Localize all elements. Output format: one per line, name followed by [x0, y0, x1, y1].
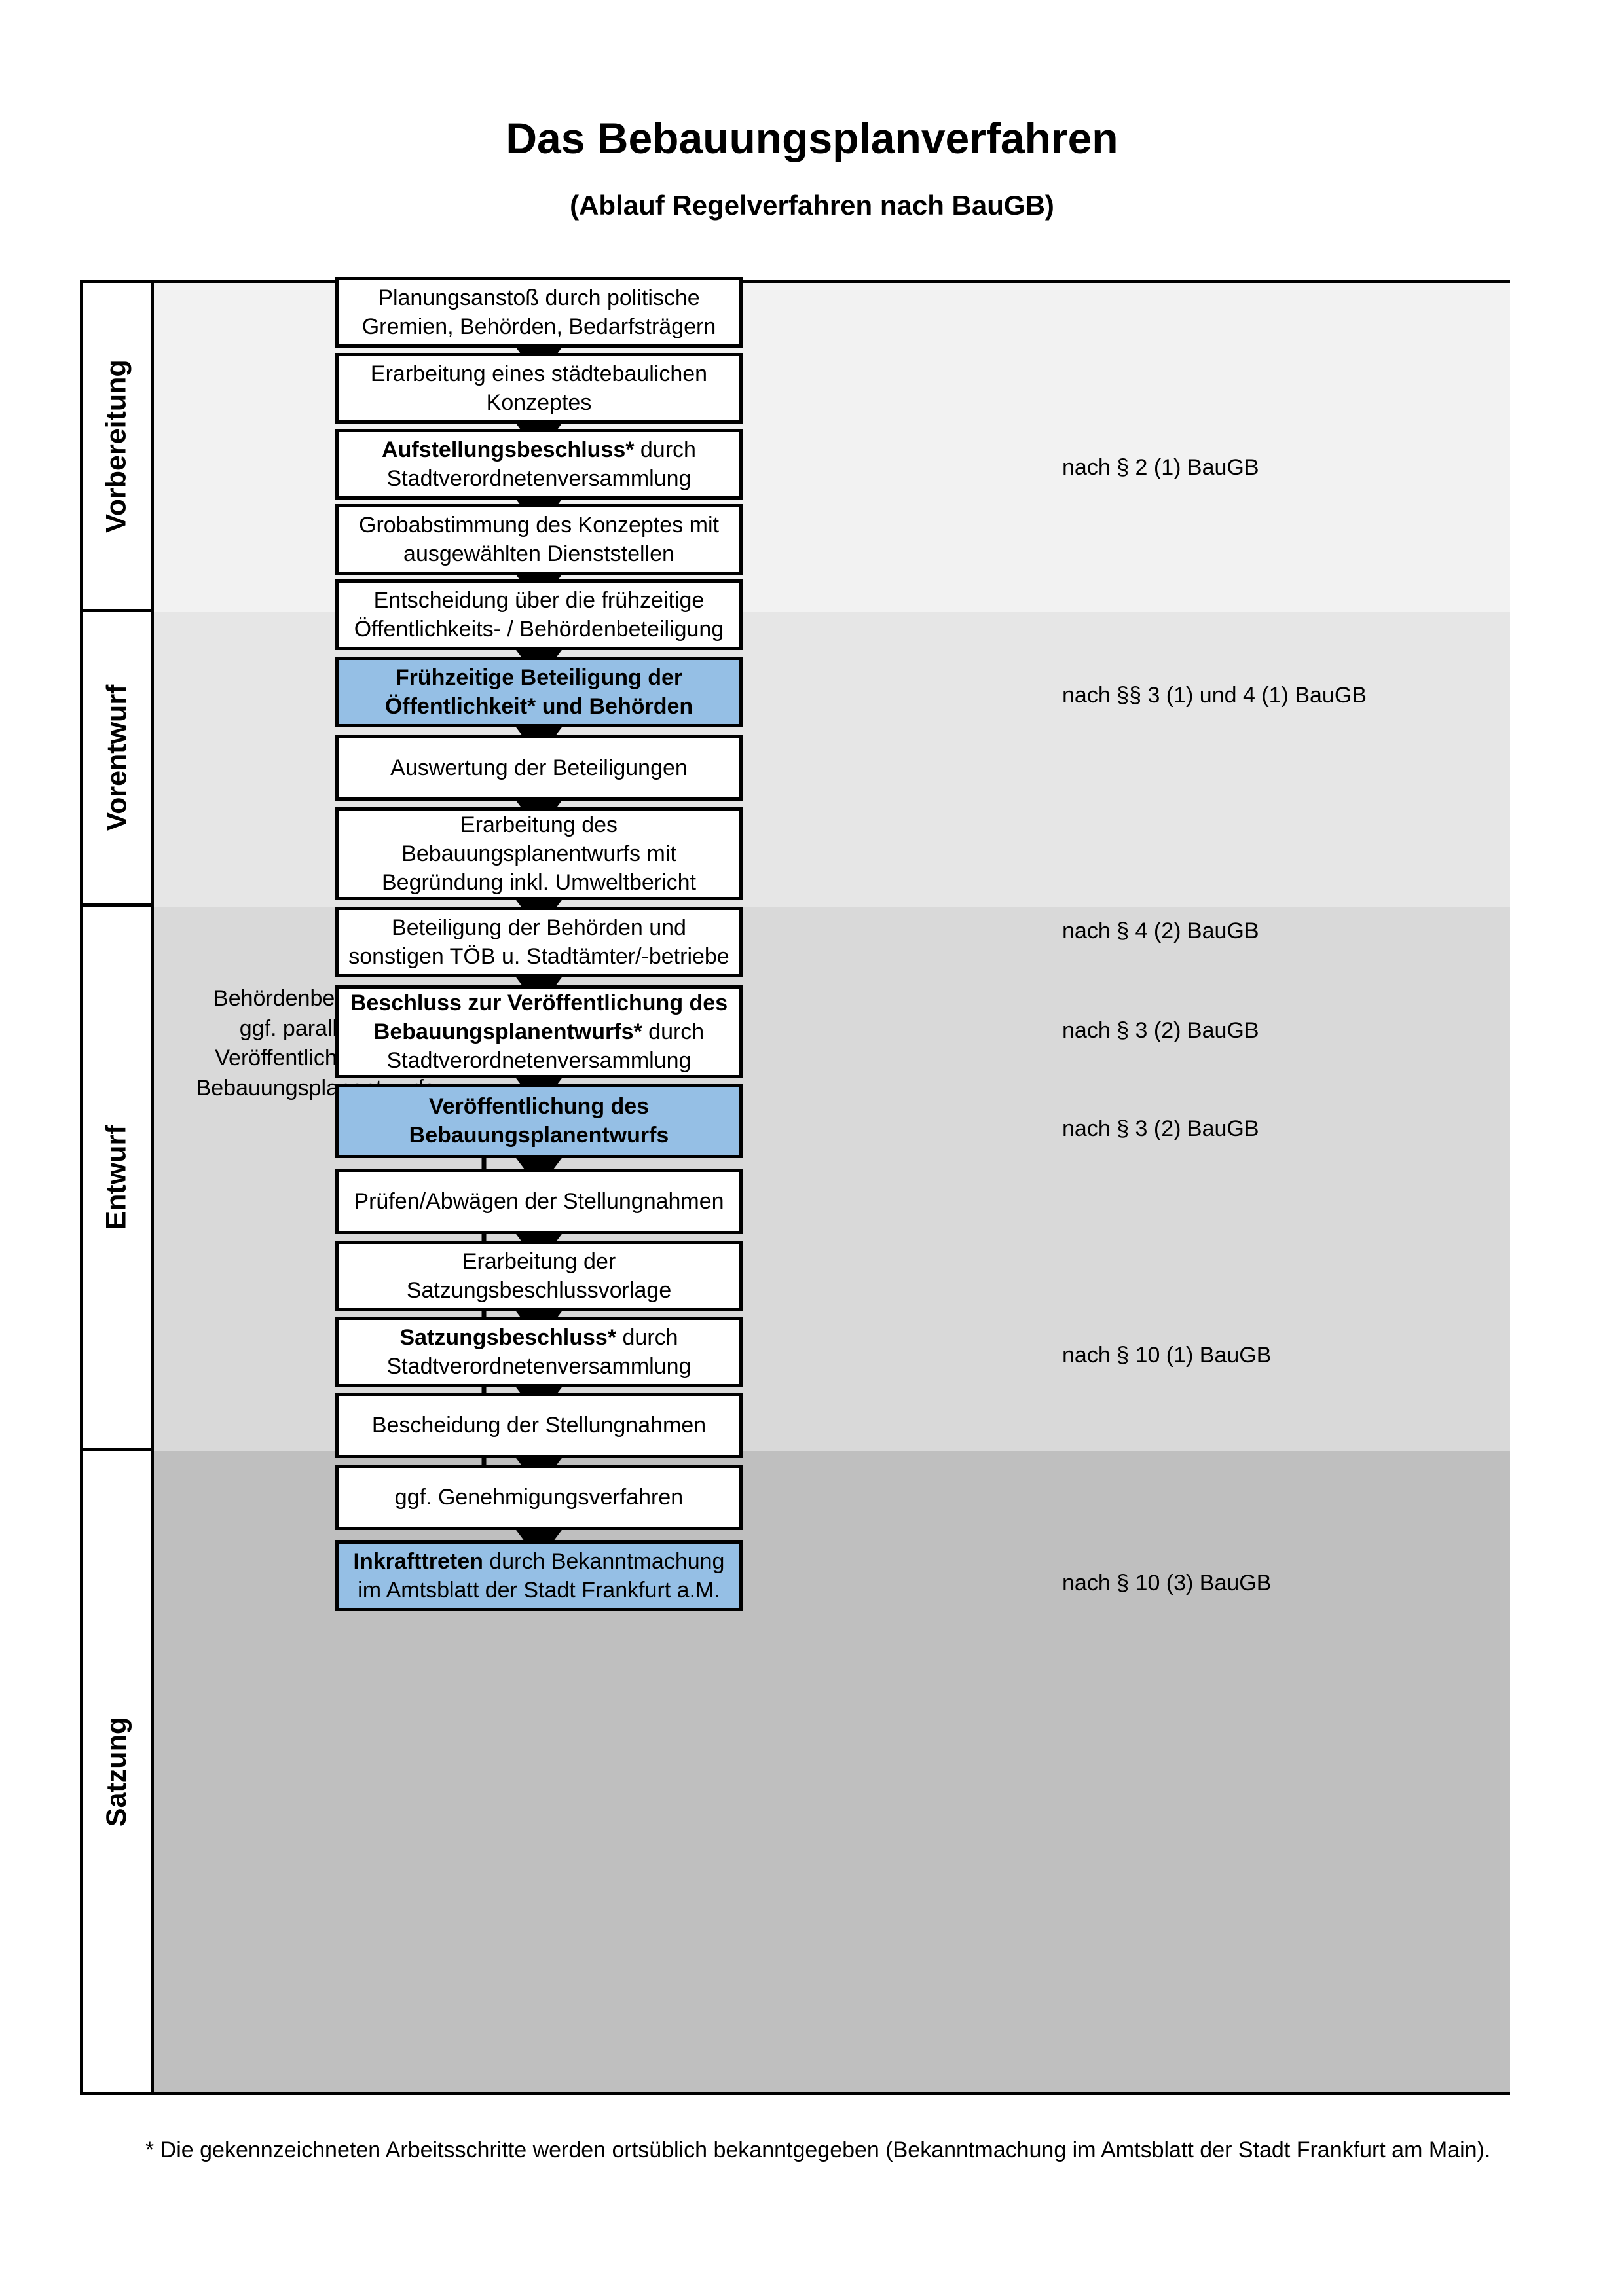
phase-label-text-vorentwurf: Vorentwurf	[101, 684, 133, 831]
phase-label-text-satzung: Satzung	[101, 1717, 132, 1827]
flow-step-auswertung-beteiligungen[interactable]: Auswertung der Beteiligungen	[335, 735, 743, 801]
flow-step-pruefen-abwaegen[interactable]: Prüfen/Abwägen der Stellungnahmen	[335, 1169, 743, 1234]
phase-label-cell-vorbereitung: Vorbereitung	[83, 283, 151, 612]
flow-step-ggf-genehmigungsverfahren[interactable]: ggf. Genehmigungsverfahren	[335, 1465, 743, 1530]
legal-ref-ref-par3-4-1: nach §§ 3 (1) und 4 (1) BauGB	[1062, 683, 1367, 708]
page-title: Das Bebauungsplanverfahren	[506, 114, 1118, 162]
legal-ref-ref-par10-3: nach § 10 (3) BauGB	[1062, 1571, 1272, 1595]
legal-ref-ref-par10-1: nach § 10 (1) BauGB	[1062, 1343, 1272, 1368]
phase-label-text-vorbereitung: Vorbereitung	[101, 359, 133, 533]
footnote: * Die gekennzeichneten Arbeitsschritte w…	[145, 2138, 1491, 2162]
page-subtitle: (Ablauf Regelverfahren nach BauGB)	[570, 189, 1054, 221]
flow-step-label-bescheidung-stellungnahmen: Bescheidung der Stellungnahmen	[371, 1412, 707, 1438]
legal-ref-ref-par4-2: nach § 4 (2) BauGB	[1062, 919, 1259, 943]
flow-step-bescheidung-stellungnahmen[interactable]: Bescheidung der Stellungnahmen	[335, 1393, 743, 1458]
flow-step-label-ggf-genehmigungsverfahren: ggf. Genehmigungsverfahren	[394, 1484, 684, 1510]
phase-label-cell-entwurf: Entwurf	[83, 907, 151, 1451]
phase-label-cell-vorentwurf: Vorentwurf	[83, 612, 151, 907]
legal-ref-ref-par3-2b: nach § 3 (2) BauGB	[1062, 1116, 1259, 1141]
title-block: Das Bebauungsplanverfahren (Ablauf Regel…	[0, 115, 1624, 221]
flow-step-label-auswertung-beteiligungen: Auswertung der Beteiligungen	[390, 755, 688, 780]
flow-step-label-pruefen-abwaegen: Prüfen/Abwägen der Stellungnahmen	[354, 1188, 724, 1214]
phase-label-text-entwurf: Entwurf	[101, 1125, 133, 1230]
legal-ref-ref-par2-1: nach § 2 (1) BauGB	[1062, 455, 1259, 480]
legal-ref-ref-par3-2a: nach § 3 (2) BauGB	[1062, 1018, 1259, 1043]
phase-label-cell-satzung: Satzung	[83, 1451, 151, 2092]
